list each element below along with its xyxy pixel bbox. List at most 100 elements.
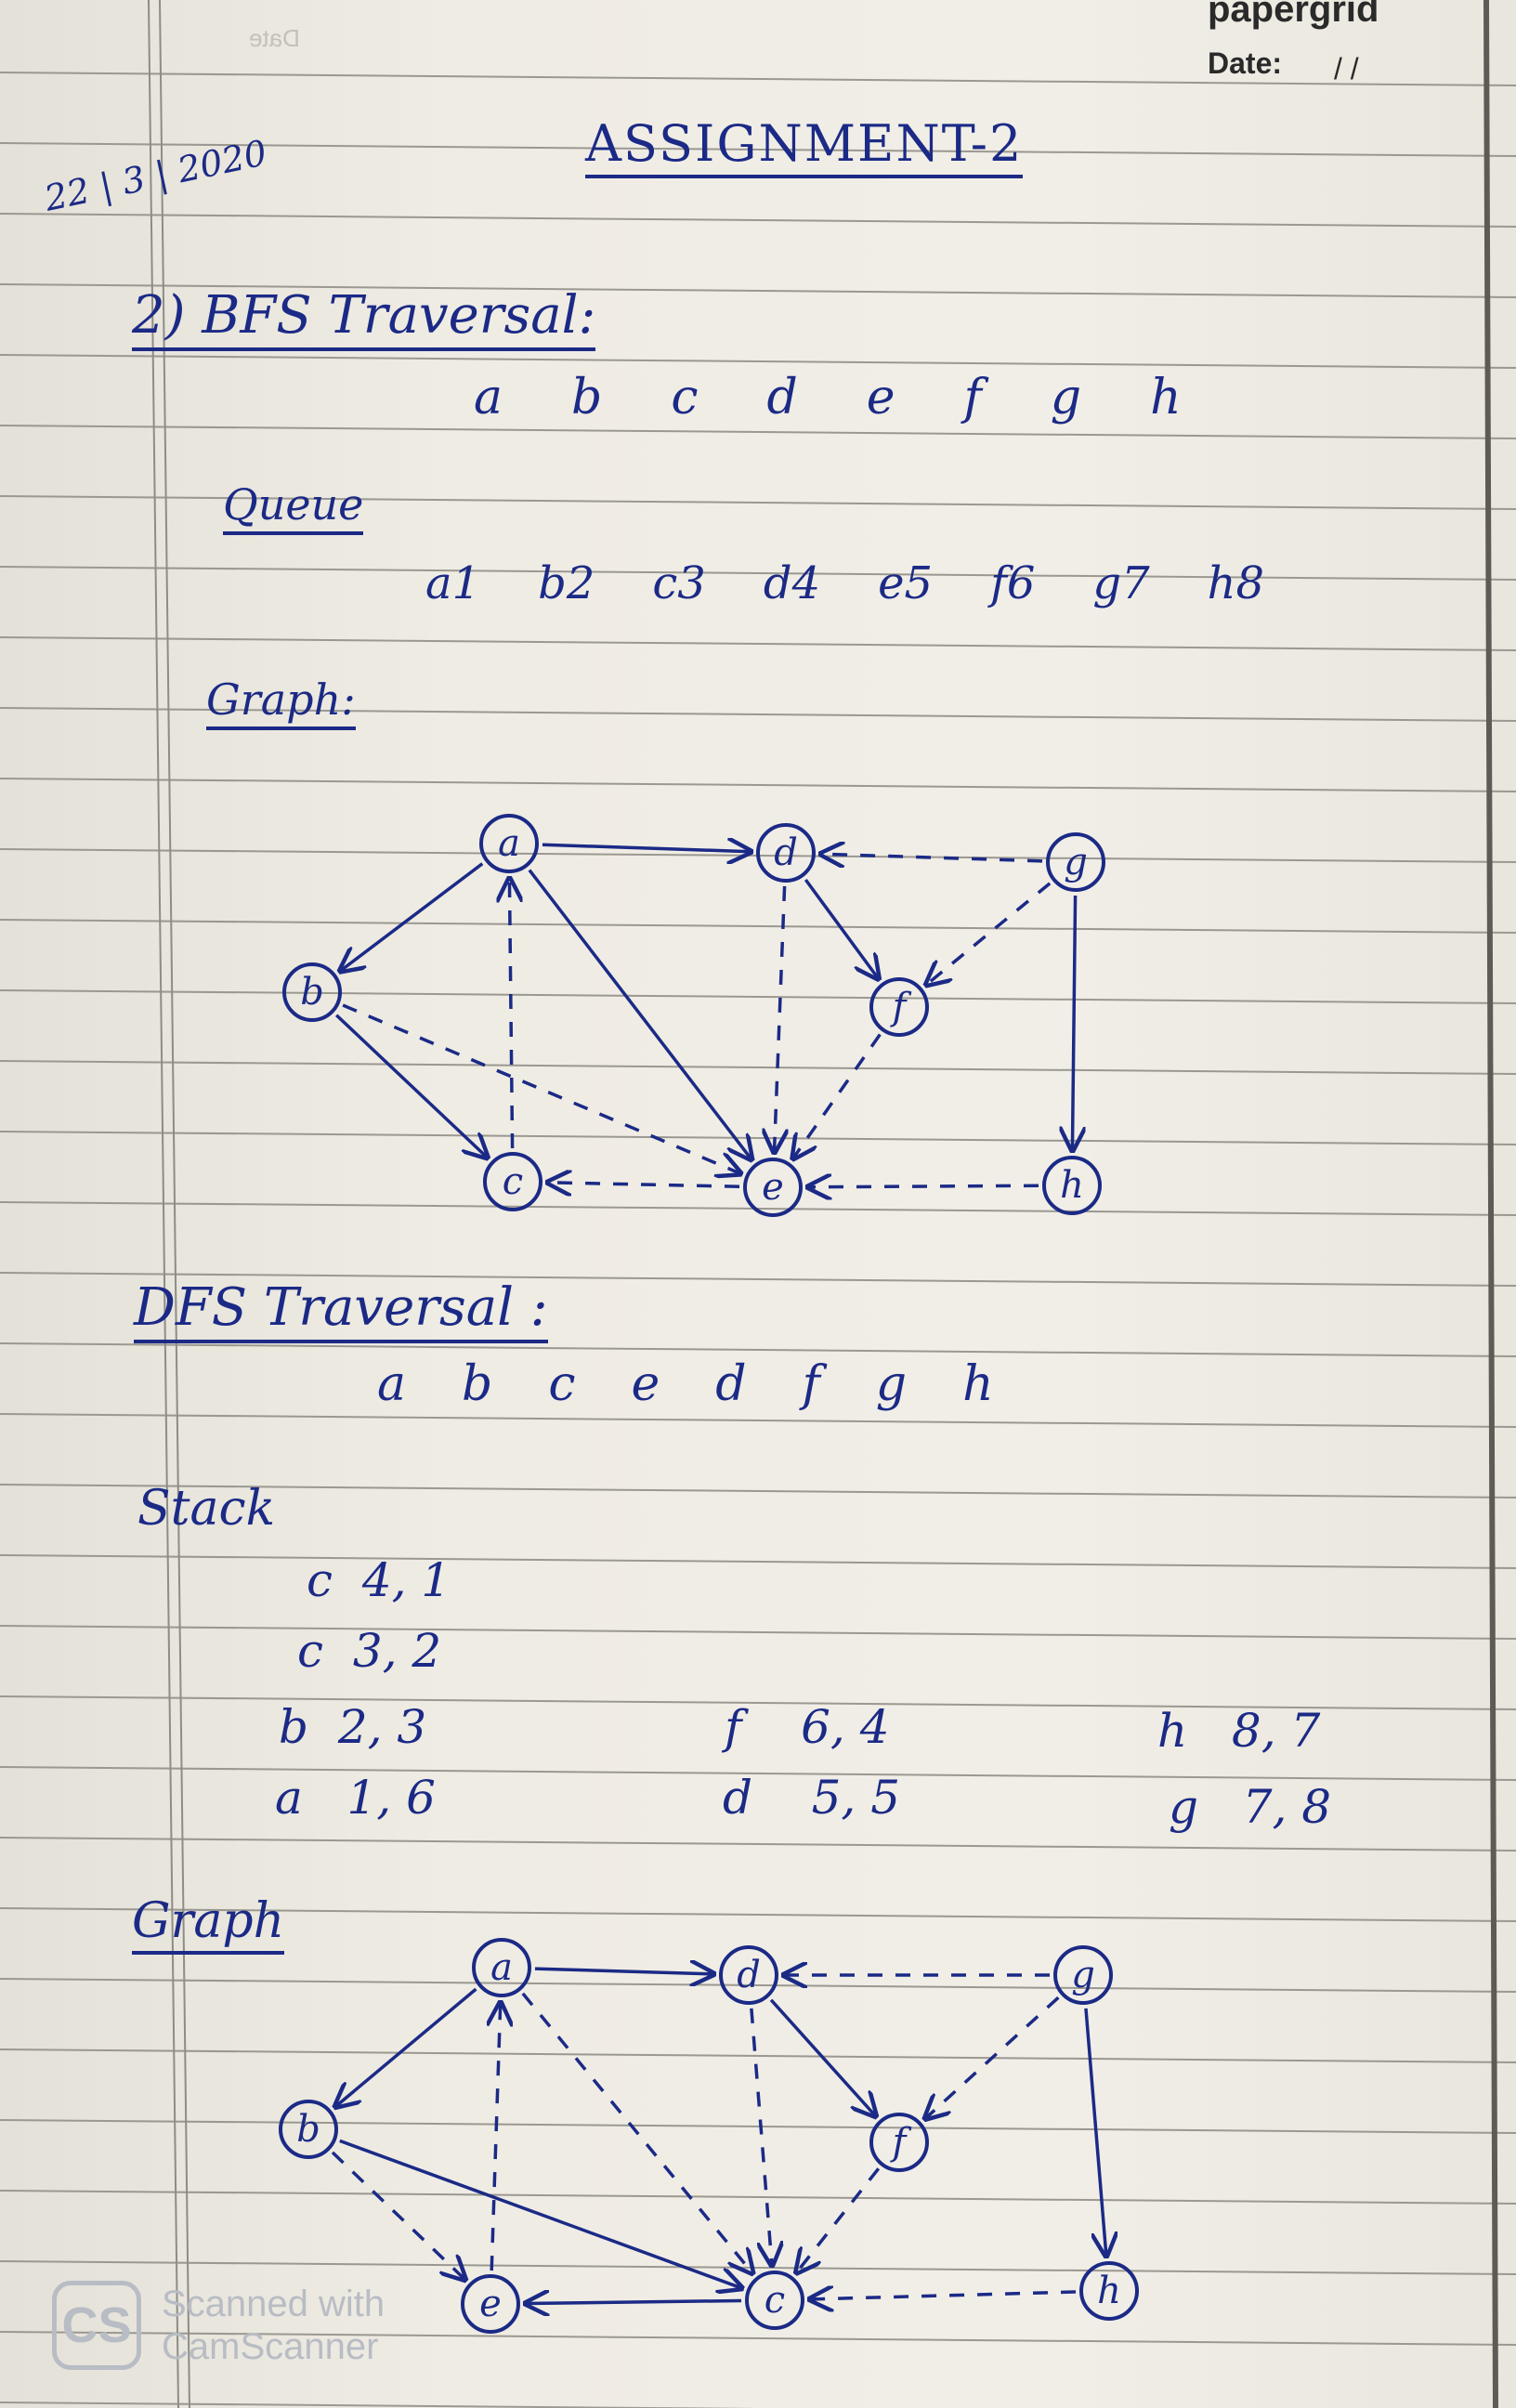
- edge-e-a: [491, 2003, 501, 2271]
- stack-entry: c 3, 2: [297, 1624, 442, 1678]
- ruled-line: [0, 1695, 1516, 1710]
- edge-f-e: [793, 1033, 882, 1158]
- node-circle: [869, 977, 929, 1037]
- node-circle: [756, 823, 816, 883]
- edge-a-e: [528, 869, 751, 1159]
- queue-item: a1: [425, 557, 481, 609]
- node-h: h: [1079, 2261, 1139, 2321]
- stack-entry: d 5, 5: [723, 1771, 901, 1825]
- dfs-order-item: a: [377, 1356, 407, 1412]
- node-circle: [743, 1158, 803, 1217]
- bfs-graph-label: Graph:: [206, 678, 356, 730]
- node-label: g: [1071, 1954, 1095, 1996]
- dfs-graph-label: Graph: [132, 1897, 285, 1955]
- node-a: a: [472, 1938, 531, 1997]
- edge-d-f: [769, 1998, 875, 2116]
- watermark-text: Scanned with CamScanner: [162, 2284, 386, 2367]
- bfs-order-item: a: [474, 370, 503, 425]
- page-edge: [1483, 0, 1498, 2408]
- edge-d-f: [804, 878, 878, 978]
- node-label: g: [1064, 841, 1088, 883]
- edge-a-c: [521, 1992, 752, 2273]
- bfs-heading: 2) BFS Traversal:: [132, 290, 596, 351]
- stack-entry: h 8, 7: [1157, 1704, 1321, 1758]
- ruled-line: [0, 213, 1516, 228]
- ruled-line: [0, 636, 1516, 651]
- node-label: c: [503, 1160, 523, 1203]
- node-label: c: [765, 2279, 785, 2322]
- date-value: / /: [1334, 52, 1359, 85]
- node-label: h: [1060, 1164, 1084, 1207]
- edge-a-b: [335, 1987, 477, 2107]
- node-label: d: [737, 1954, 761, 1996]
- edge-e-c: [548, 1183, 740, 1186]
- node-b: b: [282, 962, 342, 1022]
- node-circle: [1046, 832, 1105, 892]
- queue-item: e5: [878, 557, 934, 609]
- node-c: c: [483, 1152, 542, 1211]
- ruled-line: [0, 1272, 1516, 1287]
- ruled-line: [0, 1484, 1516, 1498]
- bfs-order-item: h: [1150, 370, 1182, 425]
- ruled-line: [0, 989, 1516, 1004]
- bfs-order-item: f: [963, 370, 982, 425]
- node-f: f: [869, 2113, 929, 2172]
- ruled-line: [0, 1201, 1516, 1216]
- queue-item: c3: [652, 557, 706, 609]
- edge-c-e: [526, 2300, 742, 2303]
- node-circle: [719, 1945, 778, 2005]
- node-circle: [282, 962, 342, 1022]
- edge-h-c: [810, 2292, 1077, 2299]
- node-e: e: [743, 1158, 803, 1217]
- queue-label: Queue: [223, 483, 364, 535]
- stack-label: Stack: [137, 1481, 276, 1537]
- node-e: e: [461, 2274, 520, 2334]
- ruled-line: [0, 1907, 1516, 1922]
- edge-b-c: [339, 2139, 742, 2288]
- bfs-order-item: c: [671, 370, 699, 425]
- node-label: e: [762, 1166, 784, 1209]
- node-c: c: [745, 2271, 804, 2330]
- queue-item: b2: [538, 557, 595, 609]
- node-label: b: [296, 2108, 320, 2151]
- scanner-watermark: CS Scanned with CamScanner: [52, 2281, 385, 2370]
- node-label: a: [498, 822, 520, 865]
- bfs-order-item: g: [1050, 370, 1082, 425]
- dfs-order-item: b: [462, 1356, 493, 1412]
- edge-h-e: [808, 1185, 1039, 1187]
- bfs-order-item: d: [766, 370, 798, 425]
- ruled-line: [0, 72, 1516, 86]
- ruled-line: [0, 2401, 759, 2408]
- node-label: d: [774, 831, 798, 874]
- ruled-line: [0, 566, 1516, 581]
- ruled-line: [0, 495, 1516, 510]
- ruled-line: [0, 919, 1516, 934]
- ruled-line: [0, 142, 1516, 157]
- camscanner-logo: CS: [52, 2281, 141, 2370]
- node-label: h: [1097, 2270, 1121, 2312]
- bfs-order-item: b: [571, 370, 603, 425]
- dfs-order-item: e: [631, 1356, 660, 1412]
- ruled-line: [0, 1413, 1516, 1428]
- node-circle: [279, 2100, 338, 2159]
- ruled-line: [0, 707, 1516, 722]
- ruled-line: [0, 283, 1516, 298]
- node-circle: [483, 1152, 542, 1211]
- edge-a-d: [534, 1969, 713, 1974]
- node-label: f: [890, 2121, 912, 2164]
- stack-entry: a 1, 6: [275, 1771, 436, 1825]
- ruled-line: [0, 2048, 1516, 2063]
- edge-b-c: [334, 1014, 487, 1158]
- margin-line: [159, 0, 190, 2408]
- node-d: d: [756, 823, 816, 883]
- ruled-line: [0, 1060, 1516, 1075]
- paper-brand: papergrid: [1208, 0, 1379, 30]
- edge-d-c: [750, 2008, 772, 2265]
- node-circle: [461, 2274, 520, 2334]
- dfs-order: a b c e d f g h: [377, 1356, 994, 1412]
- node-label: e: [479, 2283, 502, 2325]
- edge-a-b: [340, 862, 484, 971]
- date-label: Date:: [1208, 46, 1283, 80]
